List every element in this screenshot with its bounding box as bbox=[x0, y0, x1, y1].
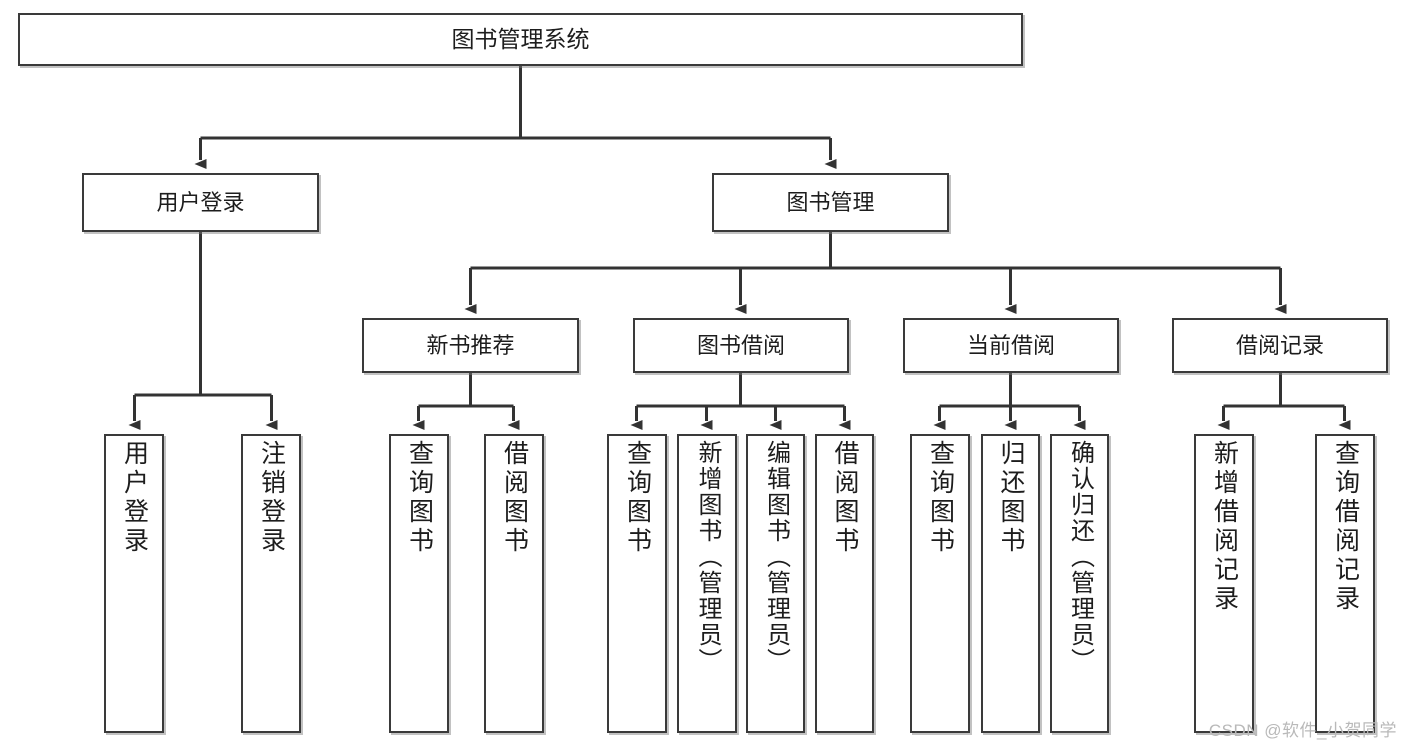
node-current-borrow[interactable]: 当前借阅 bbox=[903, 318, 1119, 373]
leaf-node-query-book-newbook[interactable]: 查询图书 bbox=[389, 434, 449, 733]
leaf-node-logout[interactable]: 注销登录 bbox=[241, 434, 301, 733]
node-label: 查询借阅记录 bbox=[1331, 440, 1360, 614]
node-label: 归还图书 bbox=[997, 440, 1025, 556]
node-label: 当前借阅 bbox=[966, 332, 1055, 358]
leaf-node-edit-book-admin[interactable]: 编辑图书（管理员） bbox=[746, 434, 805, 733]
leaf-node-borrow-book-newbook[interactable]: 借阅图书 bbox=[484, 434, 544, 733]
node-label: 新书推荐 bbox=[426, 332, 515, 358]
leaf-node-add-borrow-record[interactable]: 新增借阅记录 bbox=[1194, 434, 1254, 733]
node-book-management[interactable]: 图书管理 bbox=[712, 173, 949, 232]
node-label: 注销登录 bbox=[257, 440, 286, 556]
node-label: 图书管理 bbox=[786, 189, 875, 215]
leaf-node-return-book[interactable]: 归还图书 bbox=[981, 434, 1040, 733]
leaf-node-query-book-borrow[interactable]: 查询图书 bbox=[607, 434, 667, 733]
node-label: 查询图书 bbox=[926, 440, 955, 556]
leaf-node-confirm-return-admin[interactable]: 确认归还（管理员） bbox=[1050, 434, 1109, 733]
node-label: 用户登录 bbox=[156, 189, 245, 215]
node-label: 查询图书 bbox=[623, 440, 652, 556]
node-book-borrow[interactable]: 图书借阅 bbox=[633, 318, 849, 373]
node-root-system[interactable]: 图书管理系统 bbox=[18, 13, 1023, 66]
node-label: 借阅图书 bbox=[831, 440, 859, 556]
leaf-node-query-book-current[interactable]: 查询图书 bbox=[910, 434, 970, 733]
leaf-node-borrow-book[interactable]: 借阅图书 bbox=[815, 434, 874, 733]
node-label: 图书管理系统 bbox=[451, 26, 590, 53]
node-label: 新增图书（管理员） bbox=[694, 440, 721, 674]
leaf-node-add-book-admin[interactable]: 新增图书（管理员） bbox=[677, 434, 737, 733]
node-label: 图书借阅 bbox=[696, 332, 785, 358]
node-new-book-recommend[interactable]: 新书推荐 bbox=[362, 318, 579, 373]
node-label: 用户登录 bbox=[120, 440, 149, 556]
csdn-watermark: CSDN @软件_小贺同学 bbox=[1208, 721, 1397, 740]
node-label: 确认归还（管理员） bbox=[1066, 440, 1094, 674]
node-label: 借阅记录 bbox=[1235, 332, 1324, 358]
node-label: 借阅图书 bbox=[500, 440, 529, 556]
node-user-login[interactable]: 用户登录 bbox=[82, 173, 319, 232]
node-label: 编辑图书（管理员） bbox=[762, 440, 790, 674]
node-label: 新增借阅记录 bbox=[1210, 440, 1239, 614]
leaf-node-user-login[interactable]: 用户登录 bbox=[104, 434, 164, 733]
leaf-node-query-borrow-record[interactable]: 查询借阅记录 bbox=[1315, 434, 1375, 733]
node-borrow-record[interactable]: 借阅记录 bbox=[1172, 318, 1388, 373]
node-label: 查询图书 bbox=[405, 440, 434, 556]
